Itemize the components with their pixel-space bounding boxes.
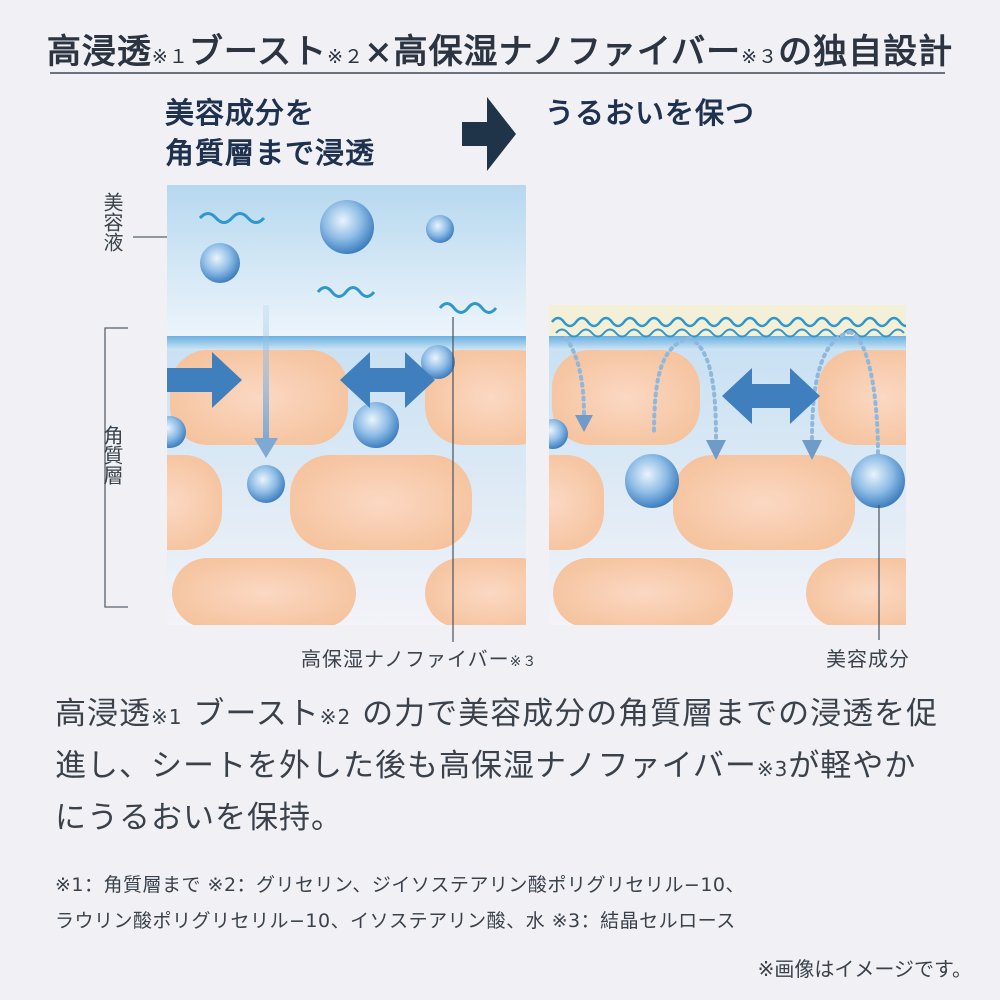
diffusion-double-arrow-icon <box>722 368 820 424</box>
title-note-1: ※１ <box>151 46 189 68</box>
moisture-arrow-head <box>575 415 593 432</box>
beauty-ingredient-droplet <box>320 200 374 254</box>
label-stratum-corneum: 角質層 <box>100 425 124 485</box>
skin-surface-band <box>549 336 906 350</box>
description-note-2: ※2 <box>319 705 352 729</box>
beauty-ingredient-droplet <box>426 215 454 243</box>
title-part-nanofiber: ×高保湿ナノファイバー <box>364 32 742 72</box>
beauty-ingredient-droplet <box>353 402 399 448</box>
beauty-ingredient-droplet <box>851 454 905 508</box>
headline-penetrate-line1: 美容成分を <box>165 96 316 130</box>
description-segment: ブースト <box>182 696 320 732</box>
nanofiber-strand <box>316 286 376 298</box>
description-segment: の力で美容成分の角質層までの浸透を促進し、シートを外した後も高保湿ナノファイバー <box>55 696 939 784</box>
skin-cell <box>552 350 700 445</box>
moisture-arrow-head <box>706 440 726 460</box>
skin-surface-band <box>167 336 526 350</box>
moisture-dots <box>688 336 718 442</box>
skin-cell <box>553 558 733 625</box>
skin-cell <box>425 558 526 625</box>
diffusion-arrow-icon <box>167 352 242 408</box>
headline-penetrate: 美容成分を 角質層まで浸透 <box>165 93 375 173</box>
description-segment: が軽やかにうるおいを保持。 <box>55 748 917 836</box>
title-divider <box>50 72 945 74</box>
description-note-1: ※1 <box>151 705 183 729</box>
moisture-dots <box>652 336 692 437</box>
label-nanofiber: 高保湿ナノファイバー※３ <box>301 643 537 672</box>
headline-moisturize: うるおいを保つ <box>545 96 756 130</box>
description-text: 高浸透※1 ブースト※2 の力で美容成分の角質層までの浸透を促進し、シートを外し… <box>55 690 945 843</box>
description-segment: 高浸透 <box>55 696 151 732</box>
right-panel <box>549 305 906 625</box>
nanofiber-mesh <box>555 328 905 338</box>
title-part-boost: ブースト <box>188 32 328 72</box>
beauty-ingredient-droplet <box>167 416 186 448</box>
penetration-arrow-head <box>254 438 278 458</box>
footnote-line-2: ラウリン酸ポリグリセリル−10、イソステアリン酸、水 ※3：結晶セルロース <box>55 910 736 932</box>
progress-arrow-icon <box>462 97 516 171</box>
skin-cell <box>806 558 906 625</box>
penetration-arrow-shaft <box>263 305 269 440</box>
beauty-ingredient-droplet <box>247 465 285 503</box>
beauty-ingredient-droplet <box>549 419 568 449</box>
beauty-ingredient-droplet <box>421 345 455 379</box>
page-title: 高浸透※１ブースト※２×高保湿ナノファイバー※３の独自設計 <box>0 24 1000 73</box>
label-essence: 美容液 <box>100 192 124 252</box>
stratum-bracket <box>104 327 128 608</box>
left-panel <box>167 185 526 625</box>
beauty-ingredient-droplet <box>625 454 679 508</box>
image-disclaimer: ※画像はイメージです。 <box>757 957 972 981</box>
diffusion-double-arrow-icon <box>340 352 435 408</box>
nanofiber-mesh <box>551 316 906 328</box>
skin-cell <box>170 350 348 445</box>
headline-penetrate-line2: 角質層まで浸透 <box>165 136 376 170</box>
nanofiber-film-layer <box>549 305 906 340</box>
title-note-3: ※３ <box>741 46 779 68</box>
label-nanofiber-text: 高保湿ナノファイバー <box>301 647 510 671</box>
moisture-arrow-head <box>802 440 822 460</box>
footnote-line-1: ※1：角質層まで ※2：グリセリン、ジイソステアリン酸ポリグリセリル−10、 <box>55 874 746 896</box>
label-beauty-ingredient: 美容成分 <box>826 647 910 671</box>
nanofiber-strand <box>438 302 498 314</box>
moisture-dots <box>848 330 880 457</box>
skin-cell <box>673 455 855 550</box>
label-nanofiber-note: ※３ <box>509 654 538 670</box>
skin-cell <box>167 455 222 550</box>
skin-cell <box>549 455 604 550</box>
skin-cell <box>172 558 356 625</box>
description-note-3: ※3 <box>756 757 789 781</box>
title-note-2: ※２ <box>327 46 365 68</box>
beauty-ingredient-droplet <box>200 243 240 283</box>
moisture-dots <box>564 336 586 417</box>
skin-cell <box>290 455 472 550</box>
title-part-design: の独自設計 <box>778 32 954 72</box>
skin-cell <box>818 350 906 445</box>
moisture-dots <box>810 330 852 442</box>
nanofiber-strand <box>198 212 266 224</box>
title-part-high-penetration: 高浸透 <box>46 32 152 72</box>
